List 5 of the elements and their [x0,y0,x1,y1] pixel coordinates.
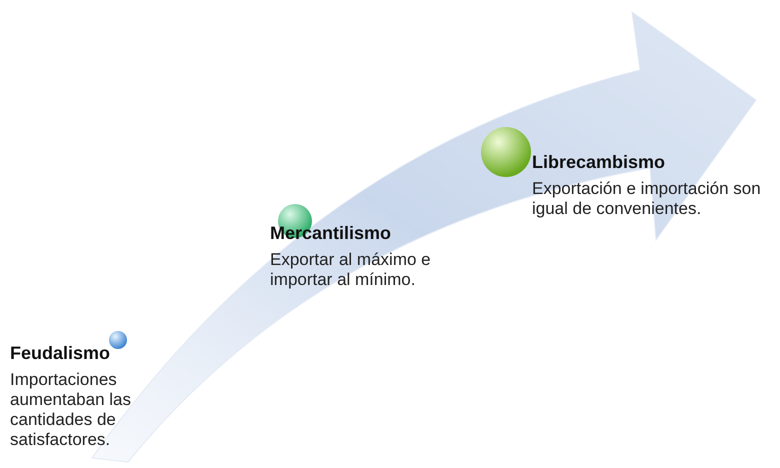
stage-heading: Feudalismo [10,342,112,364]
stage-description: Exportar al máximo e importar al mínimo. [270,250,432,290]
stage-heading: Librecambismo [532,151,666,173]
stage-description: Exportación e importación son igual de convenientes. [532,179,762,219]
stage-description: Importaciones aumentaban las cantidades de satisfactores. [10,370,132,450]
